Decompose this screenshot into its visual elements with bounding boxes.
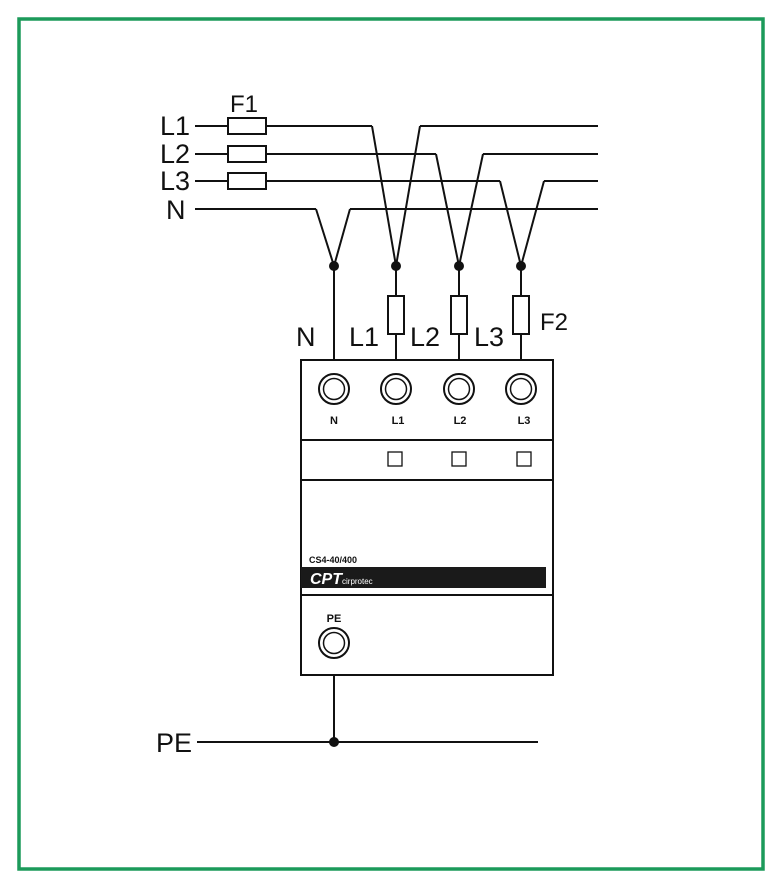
fuse-f2-group: [387, 295, 530, 335]
label-pe: PE: [156, 728, 192, 758]
indicator-l3: [516, 451, 532, 467]
terminal-label-l3: L3: [518, 415, 531, 427]
surge-protector-device: N L1 L2 L3 CS4-40/400 CPT cirprotec PE: [300, 359, 554, 676]
label-input-l2: L2: [160, 139, 190, 169]
fuse-f2-l3: [512, 295, 530, 335]
status-indicators: [387, 451, 532, 467]
drop-wires: [333, 266, 522, 360]
brand-banner: [301, 567, 546, 588]
terminal-label-n: N: [330, 415, 338, 427]
fuse-f1-l3: [227, 172, 267, 190]
label-fuse-f1: F1: [230, 91, 258, 118]
brand-name: cirprotec: [342, 577, 373, 586]
terminal-screws: [318, 373, 537, 405]
pe-ground-wiring: [197, 675, 538, 747]
fuse-f1-l1: [227, 117, 267, 135]
tap-wires: [315, 125, 545, 270]
indicator-l2: [451, 451, 467, 467]
fuse-f1-l2: [227, 145, 267, 163]
fuse-f1-group: [227, 117, 267, 190]
label-input-l3: L3: [160, 166, 190, 196]
label-input-l1: L1: [160, 111, 190, 141]
device-label-n: N: [296, 322, 316, 352]
junction-pe: [329, 737, 339, 747]
fuse-f2-l1: [387, 295, 405, 335]
terminal-label-l2: L2: [454, 415, 467, 427]
label-input-n: N: [166, 195, 186, 225]
device-body: [300, 359, 554, 676]
device-model: CS4-40/400: [309, 555, 357, 565]
junction-dots: [329, 261, 526, 271]
label-fuse-f2: F2: [540, 309, 568, 336]
diagram-frame: [17, 17, 765, 871]
input-wires: [195, 125, 598, 210]
device-label-l1: L1: [349, 322, 379, 352]
terminal-label-l1: L1: [392, 415, 405, 427]
brand-logo: CPT: [310, 571, 343, 588]
pe-terminal-label: PE: [327, 613, 342, 625]
device-label-l3: L3: [474, 322, 504, 352]
fuse-f2-l2: [450, 295, 468, 335]
device-label-l2: L2: [410, 322, 440, 352]
indicator-l1: [387, 451, 403, 467]
